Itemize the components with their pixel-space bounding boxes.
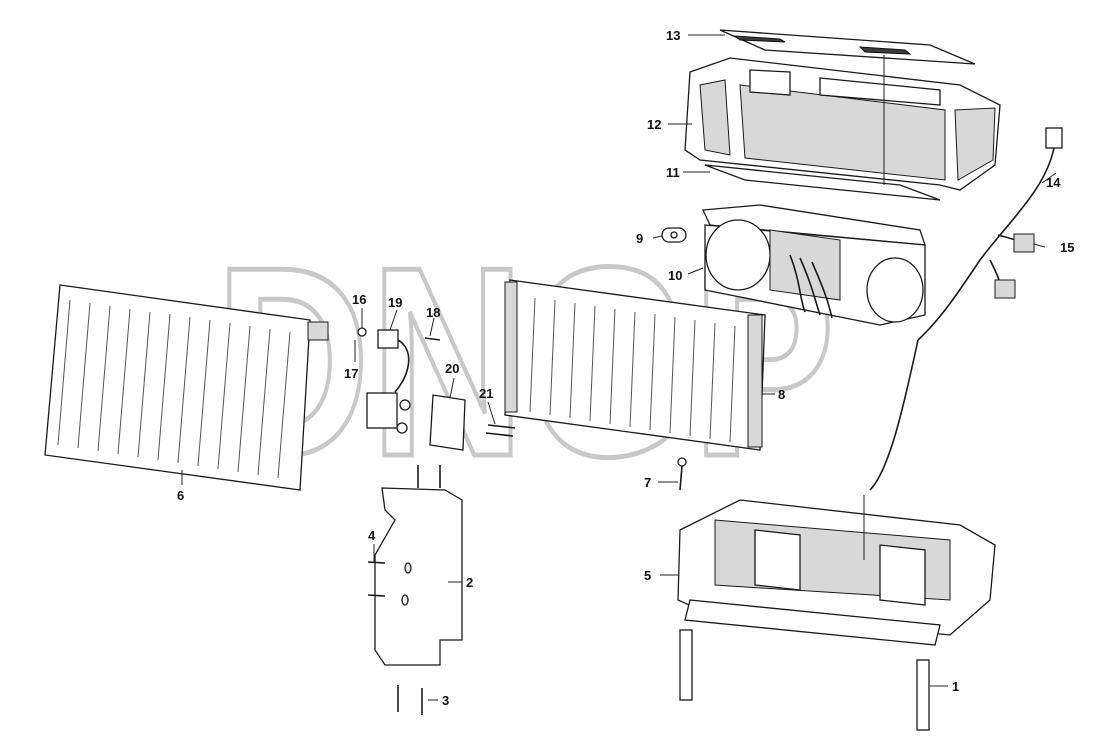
callout-6: 6 <box>177 488 184 503</box>
callout-5: 5 <box>644 568 651 583</box>
callout-12: 12 <box>647 117 661 132</box>
part-8-evaporator-core <box>504 279 766 451</box>
part-10-blower <box>702 204 926 326</box>
callout-19: 19 <box>388 295 402 310</box>
callout-9: 9 <box>636 231 643 246</box>
part-21-bolts <box>485 424 516 437</box>
part-13-top-cover <box>719 29 976 65</box>
callout-3: 3 <box>442 693 449 708</box>
part-7-drain-tube <box>677 457 687 491</box>
callout-1: 1 <box>952 679 959 694</box>
part-4-screws <box>367 561 386 597</box>
part-18-screw <box>424 337 441 341</box>
evaporator-fins <box>509 294 756 446</box>
part-11-filter <box>704 164 941 201</box>
part-6-heater-core <box>44 284 329 491</box>
part-20-expansion-valve <box>429 394 466 451</box>
callout-4: 4 <box>368 528 376 543</box>
leader-lines <box>181 34 1057 701</box>
callout-labels: 1 2 3 4 5 6 7 8 9 10 11 12 13 14 15 16 1… <box>177 28 1074 708</box>
callout-18: 18 <box>426 305 440 320</box>
part-3-screws <box>397 685 423 715</box>
callout-17: 17 <box>344 366 358 381</box>
callout-10: 10 <box>668 268 682 283</box>
callout-15: 15 <box>1060 240 1074 255</box>
part-1-legs <box>679 629 930 731</box>
part-12-upper-housing <box>684 57 1001 191</box>
callout-11: 11 <box>666 165 680 180</box>
part-5-lower-housing <box>677 499 996 646</box>
part-19-valve-tube <box>366 329 411 434</box>
part-9-grommet <box>661 227 687 243</box>
callout-16: 16 <box>352 292 366 307</box>
part-14-harness <box>869 127 1063 491</box>
callout-13: 13 <box>666 28 680 43</box>
callout-14: 14 <box>1046 175 1061 190</box>
part-2-bracket <box>374 465 463 666</box>
callout-20: 20 <box>445 361 459 376</box>
heater-fins <box>57 299 291 479</box>
callout-2: 2 <box>466 575 473 590</box>
callout-21: 21 <box>479 386 493 401</box>
part-16-oring <box>357 327 367 337</box>
callout-8: 8 <box>778 387 785 402</box>
callout-7: 7 <box>644 475 651 490</box>
part-15-connectors <box>994 233 1035 299</box>
